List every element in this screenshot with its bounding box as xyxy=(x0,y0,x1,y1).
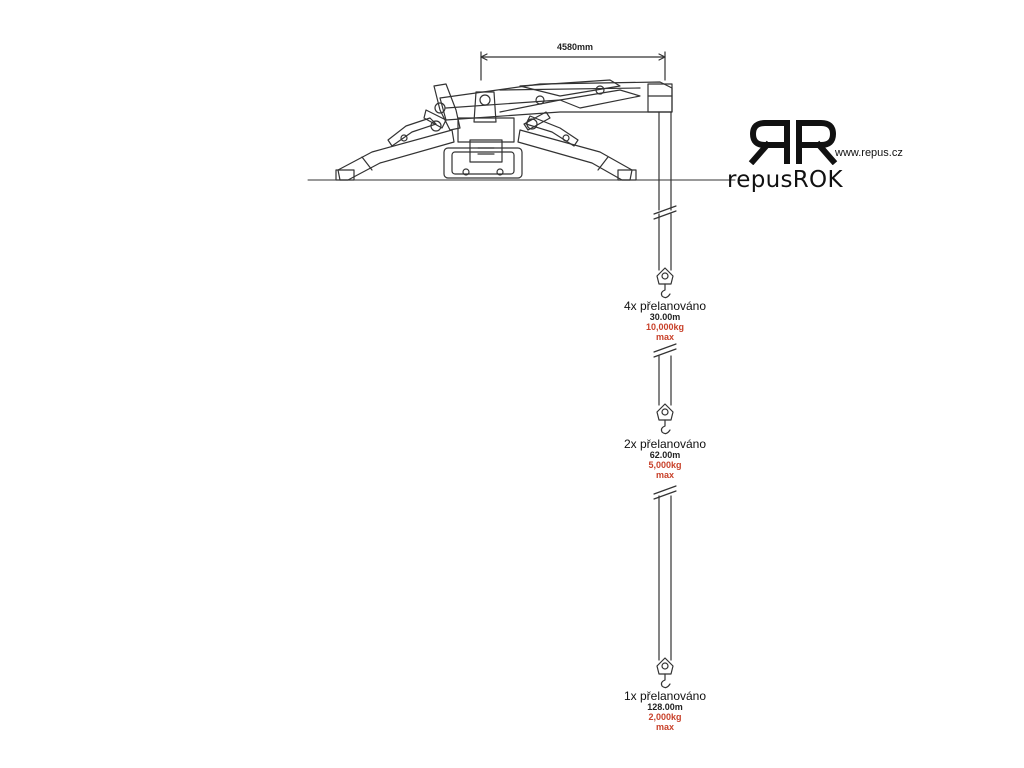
hook-block-4x xyxy=(656,267,674,299)
website-url: www.repus.cz xyxy=(835,147,903,159)
hook-label-2x: 2x přelanováno 62.00m 5,000kg max xyxy=(595,438,735,480)
hook-title: 4x přelanováno xyxy=(623,299,707,313)
hook-load: 10,000kg xyxy=(645,322,685,332)
hook-load: 2,000kg xyxy=(648,712,682,722)
left-outrigger xyxy=(335,109,455,181)
rr-logo-icon xyxy=(748,120,838,165)
hook-label-1x: 1x přelanováno 128.00m 2,000kg max xyxy=(595,690,735,732)
hook-block-1x xyxy=(656,657,674,689)
hook-label-4x: 4x přelanováno 30.00m 10,000kg max xyxy=(595,300,735,342)
hoist-rope xyxy=(653,111,677,661)
hook-max: max xyxy=(655,470,674,480)
hook-max: max xyxy=(655,332,674,342)
brand-name: repusROK xyxy=(727,167,843,193)
dimension-line xyxy=(480,51,666,81)
hook-length: 128.00m xyxy=(647,702,683,712)
repus-logo: www.repus.cz repusROK xyxy=(725,115,935,195)
right-outrigger xyxy=(517,111,637,181)
boom-reach-dimension: 4580mm xyxy=(556,42,594,52)
hook-max: max xyxy=(655,722,674,732)
crawler-body xyxy=(443,117,523,179)
hook-block-2x xyxy=(656,403,674,435)
hook-length: 62.00m xyxy=(649,450,681,460)
hook-title: 1x přelanováno xyxy=(623,689,707,703)
hook-load: 5,000kg xyxy=(648,460,682,470)
crane-boom xyxy=(439,79,673,121)
hook-length: 30.00m xyxy=(649,312,681,322)
hook-title: 2x přelanováno xyxy=(623,437,707,451)
